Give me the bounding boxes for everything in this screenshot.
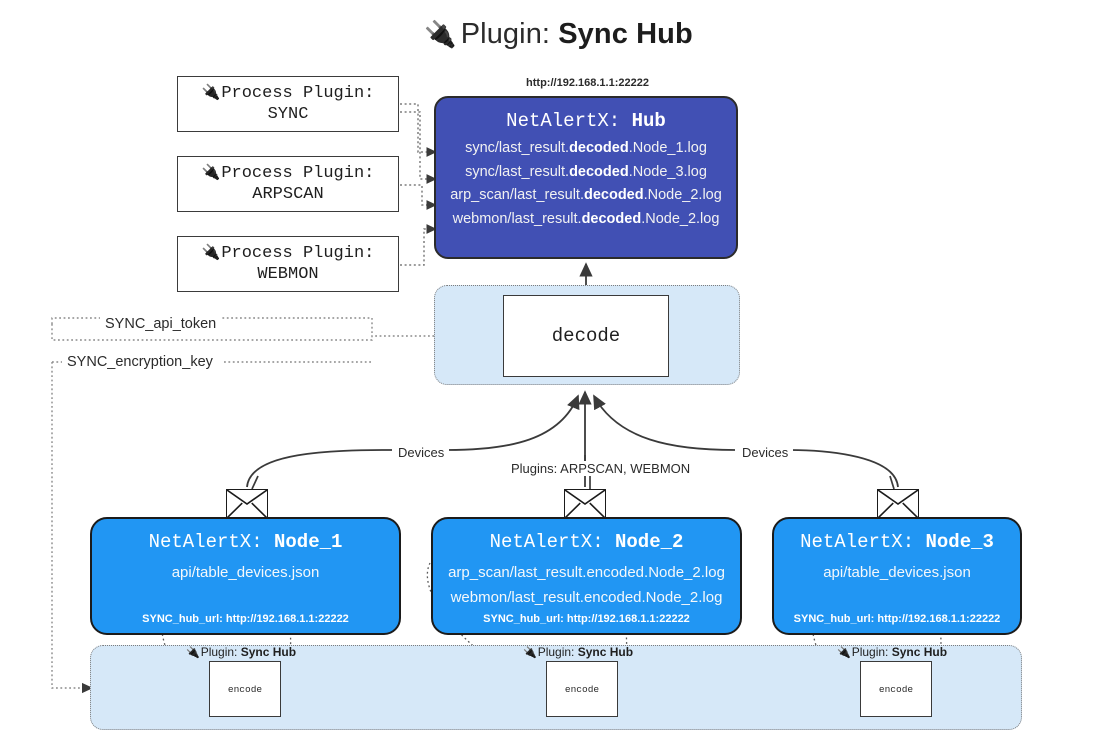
hub-log-pre: webmon/last_result.: [452, 210, 582, 227]
encode-plugin-prefix: Plugin:: [851, 645, 892, 659]
node-title: NetAlertX: Node_3: [774, 531, 1020, 553]
sync-api-token-label: SYNC_api_token: [101, 316, 221, 332]
process-plugin-label: Process Plugin:: [221, 163, 375, 183]
plug-icon: 🔌: [837, 647, 851, 659]
hub-log-bold: decoded: [569, 140, 629, 156]
hub-log-post: .Node_3.log: [628, 163, 707, 180]
envelope-icon: [226, 489, 268, 519]
process-plugin-box-webmon[interactable]: 🔌Process Plugin: WEBMON: [177, 236, 399, 292]
encode-plugin-label: 🔌Plugin: Sync Hub: [523, 645, 633, 659]
hub-title: NetAlertX: Hub: [436, 110, 736, 132]
node-box-node-3[interactable]: NetAlertX: Node_3 api/table_devices.json…: [772, 517, 1022, 635]
process-plugin-label: Process Plugin:: [221, 83, 375, 103]
node-resource-list: api/table_devices.json: [774, 564, 1020, 581]
hub-log-item: webmon/last_result.decoded.Node_2.log: [436, 210, 736, 227]
edge-label-devices-left: Devices: [393, 445, 450, 460]
encode-plugin-strong: Sync Hub: [891, 645, 948, 659]
node-title-strong: Node_2: [615, 531, 684, 553]
hub-url-label: http://192.168.1.1:22222: [526, 77, 649, 89]
plug-icon: 🔌: [186, 647, 200, 659]
process-plugin-heading: 🔌Process Plugin:: [202, 243, 375, 264]
node-hub-url: SYNC_hub_url: http://192.168.1.1:22222: [142, 613, 349, 625]
hub-log-post: .Node_2.log: [641, 210, 720, 227]
node-resource-item: api/table_devices.json: [823, 564, 971, 581]
plug-icon: 🔌: [424, 19, 457, 49]
process-plugin-box-sync[interactable]: 🔌Process Plugin: SYNC: [177, 76, 399, 132]
encode-box[interactable]: encode: [546, 661, 618, 717]
plug-icon: 🔌: [201, 164, 221, 182]
node-hub-url: SYNC_hub_url: http://192.168.1.1:22222: [483, 613, 690, 625]
encode-plugin-label: 🔌Plugin: Sync Hub: [837, 645, 947, 659]
hub-title-prefix: NetAlertX:: [506, 110, 632, 132]
encode-plugin-label: 🔌Plugin: Sync Hub: [186, 645, 296, 659]
sync-encryption-key-label: SYNC_encryption_key: [63, 354, 217, 370]
node-title-strong: Node_1: [274, 531, 343, 553]
hub-log-post: .Node_1.log: [628, 140, 707, 156]
hub-log-list: sync/last_result.decoded.Node_1.log sync…: [436, 141, 736, 226]
process-plugin-heading: 🔌Process Plugin:: [202, 163, 375, 184]
hub-log-item: sync/last_result.decoded.Node_3.log: [436, 163, 736, 180]
node-box-node-2[interactable]: NetAlertX: Node_2 arp_scan/last_result.e…: [431, 517, 742, 635]
hub-log-item: sync/last_result.decoded.Node_1.log: [436, 141, 736, 156]
process-plugin-name: ARPSCAN: [252, 185, 324, 204]
process-plugin-label: Process Plugin:: [221, 243, 375, 263]
node-title-prefix: NetAlertX:: [148, 531, 274, 553]
node-title-strong: Node_3: [925, 531, 994, 553]
edge-label-devices-right: Devices: [737, 445, 794, 460]
encode-plugin-strong: Sync Hub: [577, 645, 634, 659]
node-resource-list: arp_scan/last_result.encoded.Node_2.log …: [433, 564, 740, 606]
page-title: 🔌Plugin: Sync Hub: [0, 18, 1117, 51]
plug-icon: 🔌: [201, 244, 221, 262]
process-plugin-heading: 🔌Process Plugin:: [202, 83, 375, 104]
encode-box[interactable]: encode: [209, 661, 281, 717]
hub-log-pre: arp_scan/last_result.: [450, 187, 584, 203]
plug-icon: 🔌: [523, 647, 537, 659]
process-plugin-name: SYNC: [267, 105, 309, 124]
hub-node[interactable]: NetAlertX: Hub sync/last_result.decoded.…: [434, 96, 738, 259]
envelope-icon: [564, 489, 606, 519]
hub-log-bold: decoded: [581, 210, 642, 227]
envelope-icon: [877, 489, 919, 519]
node-box-node-1[interactable]: NetAlertX: Node_1 api/table_devices.json…: [90, 517, 401, 635]
encode-plugin-prefix: Plugin:: [537, 645, 578, 659]
encode-plugin-prefix: Plugin:: [200, 645, 241, 659]
node-resource-item: webmon/last_result.encoded.Node_2.log: [450, 589, 723, 606]
encode-plugin-strong: Sync Hub: [240, 645, 297, 659]
node-hub-url: SYNC_hub_url: http://192.168.1.1:22222: [793, 613, 1001, 625]
node-title-prefix: NetAlertX:: [800, 531, 926, 553]
page-title-strong: Sync Hub: [558, 18, 693, 50]
hub-log-pre: sync/last_result.: [465, 140, 570, 156]
node-title: NetAlertX: Node_2: [433, 531, 740, 553]
decode-box[interactable]: decode: [503, 295, 669, 377]
node-title: NetAlertX: Node_1: [92, 531, 399, 553]
process-plugin-box-arpscan[interactable]: 🔌Process Plugin: ARPSCAN: [177, 156, 399, 212]
hub-title-strong: Hub: [631, 110, 666, 132]
hub-log-post: .Node_2.log: [643, 187, 722, 203]
node-title-prefix: NetAlertX:: [489, 531, 615, 553]
hub-log-pre: sync/last_result.: [465, 163, 570, 180]
encode-box[interactable]: encode: [860, 661, 932, 717]
hub-log-bold: decoded: [583, 187, 644, 203]
node-resource-item: api/table_devices.json: [171, 564, 320, 581]
page-title-prefix: Plugin:: [460, 18, 559, 50]
plug-icon: 🔌: [201, 84, 221, 102]
edge-label-plugins: Plugins: ARPSCAN, WEBMON: [506, 461, 696, 476]
hub-log-item: arp_scan/last_result.decoded.Node_2.log: [436, 188, 736, 203]
hub-log-bold: decoded: [569, 163, 629, 180]
node-resource-list: api/table_devices.json: [92, 564, 399, 581]
node-resource-item: arp_scan/last_result.encoded.Node_2.log: [448, 564, 725, 581]
process-plugin-name: WEBMON: [257, 265, 319, 284]
